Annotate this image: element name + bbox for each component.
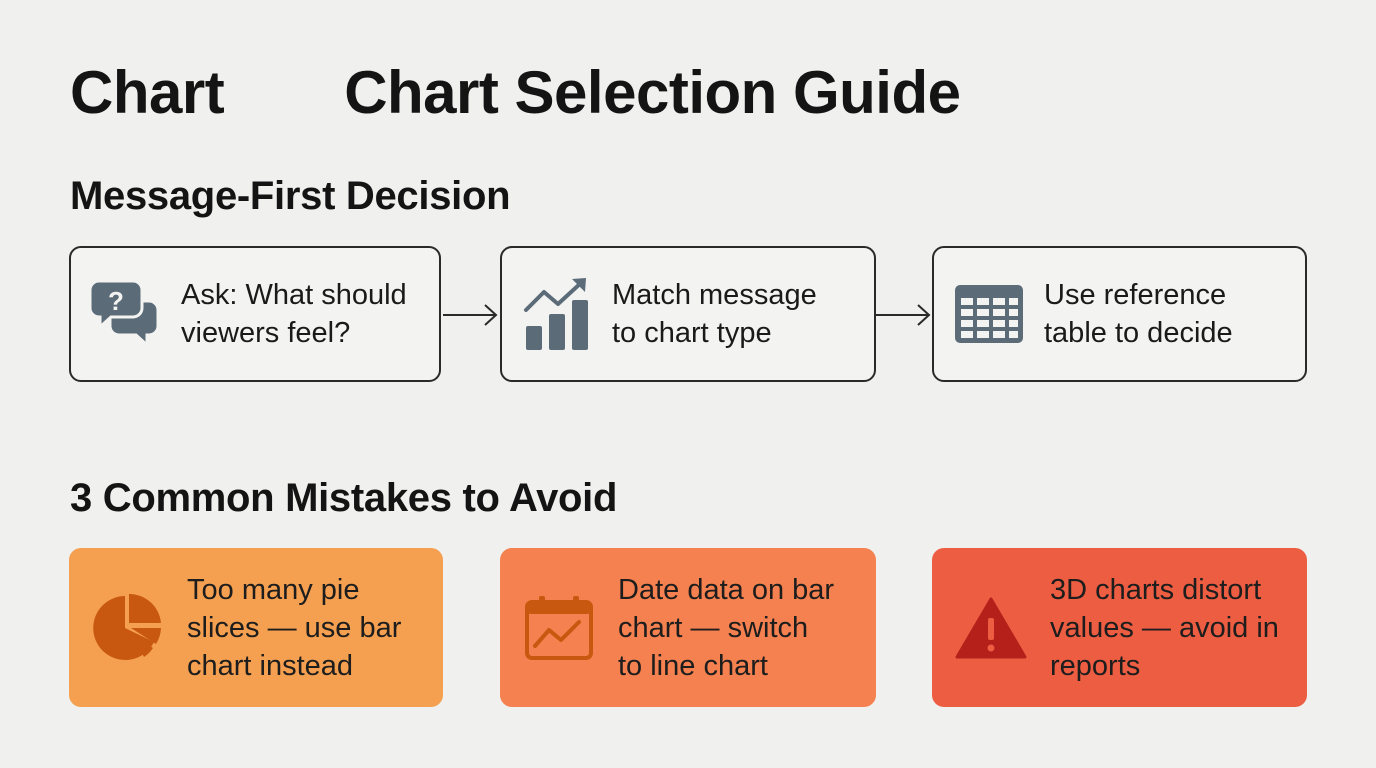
speech-bubbles-question-icon: ? (71, 279, 181, 349)
step-line: viewers feel? (181, 317, 351, 349)
mistake-line: Too many pie (187, 573, 360, 606)
table-grid-icon (934, 283, 1044, 345)
decision-heading: Message-First Decision (70, 174, 511, 218)
mistake-line: values — avoid in (1050, 611, 1279, 644)
step-line: Match message (612, 279, 817, 311)
step-reference-table: Use reference table to decide (932, 246, 1307, 382)
step-match-message: Match message to chart type (500, 246, 876, 382)
bar-chart-trend-icon (502, 276, 612, 352)
step-text: Ask: What should viewers feel? (181, 276, 407, 352)
title-left: Chart (70, 59, 225, 126)
step-line: Use reference (1044, 279, 1227, 311)
step-line: Ask: What should (181, 279, 407, 311)
mistake-card-date: Date data on bar chart — switch to line … (500, 548, 876, 707)
mistake-text: Date data on bar chart — switch to line … (618, 571, 834, 685)
mistake-text: Too many pie slices — use bar chart inst… (187, 571, 401, 685)
pie-chart-icon (69, 592, 187, 664)
step-text: Use reference table to decide (1044, 276, 1233, 352)
mistake-line: Date data on bar (618, 573, 835, 606)
svg-text:?: ? (108, 286, 124, 316)
title-row: Chart Chart Selection Guide (70, 58, 961, 127)
warning-triangle-icon (932, 596, 1050, 660)
mistake-line: to line chart (618, 649, 768, 682)
step-ask-viewers: ? Ask: What should viewers feel? (69, 246, 441, 382)
calendar-line-chart-icon (500, 594, 618, 662)
mistakes-heading: 3 Common Mistakes to Avoid (70, 476, 618, 520)
mistake-line: reports (1050, 649, 1141, 682)
mistake-line: chart — switch (618, 611, 809, 644)
mistake-card-3d: 3D charts distort values — avoid in repo… (932, 548, 1307, 707)
mistake-text: 3D charts distort values — avoid in repo… (1050, 571, 1279, 685)
mistake-line: slices — use bar (187, 611, 402, 644)
step-line: table to decide (1044, 317, 1233, 349)
mistake-card-pie: Too many pie slices — use bar chart inst… (69, 548, 443, 707)
arrow-right-icon (876, 303, 933, 332)
mistake-line: chart instead (187, 649, 354, 682)
step-line: to chart type (612, 317, 772, 349)
step-text: Match message to chart type (612, 276, 817, 352)
mistake-line: 3D charts distort (1050, 573, 1262, 606)
page-title: Chart Selection Guide (344, 59, 961, 126)
arrow-right-icon (443, 303, 500, 332)
